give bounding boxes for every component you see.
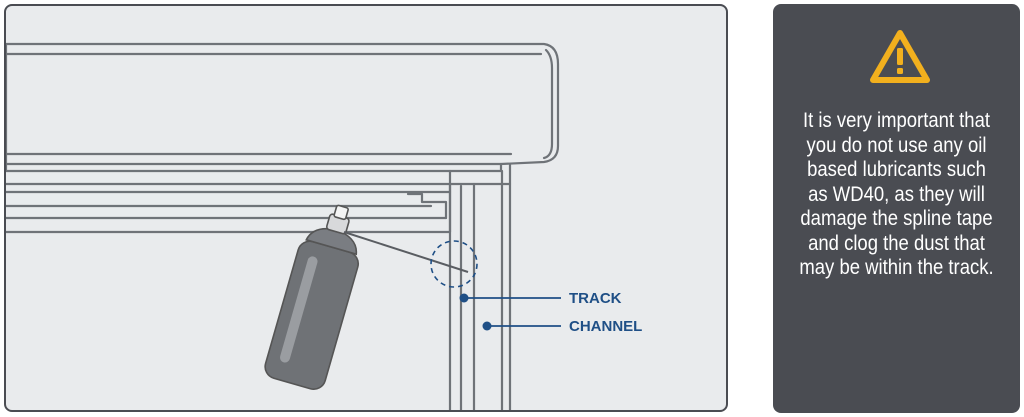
spray-nozzle-line	[343, 231, 469, 273]
target-circle	[430, 240, 478, 288]
headbox	[6, 42, 560, 173]
warning-message: It is very important that you do not use…	[799, 108, 994, 279]
channel-callout: CHANNEL	[482, 318, 642, 335]
warning-triangle-icon	[869, 29, 931, 90]
warning-panel: It is very important that you do not use…	[773, 4, 1020, 413]
channel-label: CHANNEL	[569, 318, 642, 335]
blind-illustration: TRACK CHANNEL	[4, 4, 728, 412]
track-callout: TRACK	[459, 290, 622, 307]
track-label: TRACK	[569, 290, 622, 307]
spray-can	[264, 204, 469, 390]
roller-blind-diagram: TRACK CHANNEL	[6, 42, 642, 410]
